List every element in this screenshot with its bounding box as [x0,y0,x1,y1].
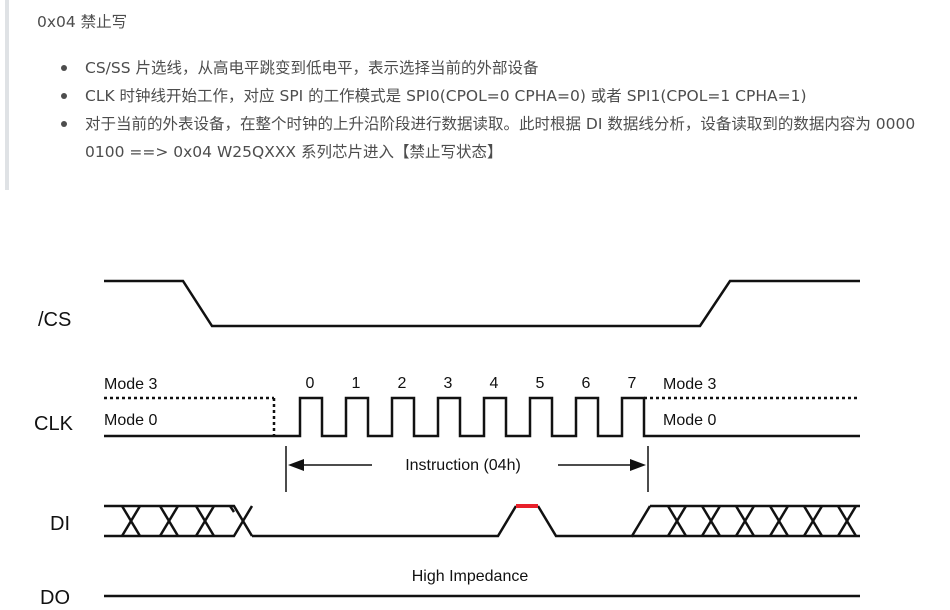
mode0-left-label: Mode 0 [104,412,157,429]
section-heading: 0x04 禁止写 [37,13,128,31]
di-dontcare-left-bottom [104,505,254,538]
clk-signal-label: CLK [34,413,74,435]
bit-index-3: 3 [444,375,453,392]
di-cross-3b [194,505,216,537]
bullet-item-clk: CLK 时钟线开始工作，对应 SPI 的工作模式是 SPI0(CPOL=0 CP… [48,82,938,110]
di-data-waveform [252,505,518,538]
mode0-right-label: Mode 0 [663,412,716,429]
di-dontcare-left-top [104,504,254,537]
bullet-item-di: 对于当前的外表设备，在整个时钟的上升沿阶段进行数据读取。此时根据 DI 数据线分… [48,110,938,166]
di-cross-r1b [666,505,688,537]
di-signal-label: DI [50,513,70,535]
cs-waveform [104,279,860,328]
di-cross-4 [228,505,236,513]
bit-index-1: 1 [352,375,361,392]
di-cross-2b [158,505,180,537]
bit-index-row: 0 1 2 3 4 5 6 7 [306,375,637,392]
bit-index-4: 4 [490,375,499,392]
cs-signal-label: /CS [38,309,71,331]
blockquote: 0x04 禁止写 CS/SS 片选线，从高电平跳变到低电平，表示选择当前的外部设… [0,0,950,190]
mode3-right-label: Mode 3 [663,376,716,393]
di-cross-r5b [802,505,824,537]
bit-index-0: 0 [306,375,315,392]
instruction-label: Instruction (04h) [405,457,521,474]
di-cross-r6b [836,505,858,537]
di-cross-r4b [768,505,790,537]
timing-diagram: /CS CLK DI DO Mode 3 Mode 0 Mode 3 Mode … [34,279,860,609]
bullet-item-cs: CS/SS 片选线，从高电平跳变到低电平，表示选择当前的外部设备 [48,54,938,82]
di-cross-r3b [734,505,756,537]
high-impedance-label: High Impedance [412,568,529,585]
di-cross-1b [120,505,142,537]
instruction-arrowhead-right [630,459,646,471]
bit-index-5: 5 [536,375,545,392]
clk-pulse-train [274,396,656,438]
blockquote-bar [5,0,9,190]
bit-index-2: 2 [398,375,407,392]
di-data-waveform-tail [536,505,652,538]
do-signal-label: DO [40,587,70,609]
bit-index-6: 6 [582,375,591,392]
di-cross-r2b [700,505,722,537]
bit-index-7: 7 [628,375,637,392]
bullet-list: CS/SS 片选线，从高电平跳变到低电平，表示选择当前的外部设备 CLK 时钟线… [48,54,938,166]
mode3-left-label: Mode 3 [104,376,157,393]
instruction-arrowhead-left [288,459,304,471]
